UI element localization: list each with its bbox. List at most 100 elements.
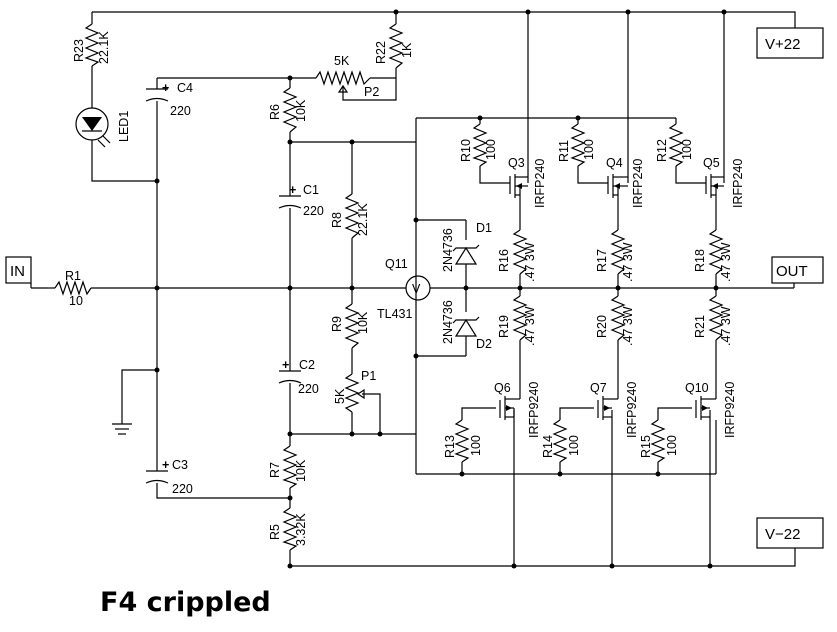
p2-wiper-arrow	[337, 84, 349, 93]
r1-label: R1	[65, 269, 81, 283]
q10-value: IRFP9240	[723, 382, 737, 438]
wires	[31, 11, 796, 567]
svg-text:+: +	[162, 81, 169, 95]
r15-value: 100	[665, 435, 679, 456]
c2-value: 220	[298, 382, 319, 396]
r8-label: R8	[330, 212, 344, 228]
q11-meter	[405, 275, 431, 301]
q5-label: Q5	[703, 156, 720, 170]
svg-text:+: +	[162, 458, 169, 472]
r14-label: R14	[541, 435, 555, 458]
c3-label: C3	[172, 458, 188, 472]
component-labels: IN OUT V+22 V−22 R23 22.1K LED1 + C4 220…	[10, 31, 808, 546]
r13-label: R13	[443, 435, 457, 458]
r6-value: 10K	[294, 99, 308, 122]
q11-label: Q11	[385, 257, 408, 271]
port-boxes	[5, 27, 824, 549]
r23-label: R23	[72, 39, 86, 62]
r1-value: 10	[69, 294, 83, 308]
q4-value: IRFP240	[631, 159, 645, 208]
resistor-r18	[708, 229, 724, 275]
resistor-r9	[344, 303, 360, 349]
r17-label: R17	[595, 249, 609, 272]
r23-value: 22.1K	[97, 31, 111, 64]
r13-value: 100	[469, 435, 483, 456]
p2-value: 5K	[334, 54, 350, 68]
svg-text:+: +	[289, 183, 296, 197]
r10-value: 100	[484, 139, 498, 160]
capacitors	[145, 88, 302, 484]
q3-label: Q3	[508, 156, 525, 170]
resistor-r15	[650, 419, 666, 463]
q6-value: IRFP9240	[527, 382, 541, 438]
schematic-title: F4 crippled	[100, 587, 271, 618]
port-vplus-label: V+22	[765, 36, 800, 53]
r20-value: .47 3W	[621, 306, 635, 346]
wipers	[337, 84, 365, 400]
p1-value: 5K	[333, 388, 347, 404]
c2-label: C2	[299, 358, 315, 372]
p1-wiper-arrow	[356, 388, 365, 400]
resistors	[54, 23, 724, 551]
r10-label: R10	[459, 139, 473, 162]
r22-value: 1K	[400, 42, 414, 58]
resistor-r19	[512, 295, 528, 341]
d2-label: D2	[476, 337, 492, 351]
resistor-r22	[388, 23, 404, 69]
resistor-r11	[570, 123, 586, 167]
led1-symbol	[75, 106, 111, 148]
r19-label: R19	[497, 315, 511, 338]
q4-label: Q4	[606, 156, 623, 170]
led1-label: LED1	[117, 111, 131, 142]
r11-label: R11	[557, 140, 571, 162]
resistor-r10	[472, 123, 488, 167]
r21-label: R21	[693, 315, 707, 338]
resistor-r21	[708, 295, 724, 341]
r7-label: R7	[268, 462, 282, 478]
q3-value: IRFP240	[533, 159, 547, 208]
r5-label: R5	[268, 524, 282, 540]
r15-label: R15	[639, 435, 653, 458]
resistor-r7	[282, 445, 298, 489]
q7-label: Q7	[590, 381, 607, 395]
d1-value: 2N4736	[441, 228, 455, 272]
resistor-r1	[54, 280, 92, 296]
c4-label: C4	[177, 81, 193, 95]
c3-value: 220	[172, 482, 193, 496]
c1-value: 220	[303, 204, 324, 218]
r14-value: 100	[567, 435, 581, 456]
resistor-r23	[84, 23, 100, 67]
q5-value: IRFP240	[731, 159, 745, 208]
r5-value: 3.32K	[294, 513, 308, 546]
tl431-label: TL431	[377, 307, 412, 321]
mosfets	[499, 174, 724, 420]
resistor-r8	[344, 193, 360, 239]
resistor-r14	[552, 419, 568, 463]
r16-label: R16	[497, 249, 511, 272]
resistor-r17	[610, 229, 626, 275]
resistor-r6	[282, 87, 298, 133]
r7-value: 10K	[294, 459, 308, 482]
resistor-r5	[282, 507, 298, 551]
c1-label: C1	[303, 183, 319, 197]
r18-value: .47 3W	[719, 242, 733, 282]
port-out-label: OUT	[776, 263, 808, 280]
r19-value: .47 3W	[523, 306, 537, 346]
r17-value: .47 3W	[621, 242, 635, 282]
q7-value: IRFP9240	[625, 382, 639, 438]
resistor-p1	[344, 373, 360, 413]
d1-label: D1	[476, 221, 492, 235]
junction-dots	[154, 9, 727, 569]
resistor-r13	[454, 419, 470, 463]
r18-label: R18	[693, 249, 707, 272]
p1-label: P1	[361, 369, 376, 383]
q11-meter-v: V	[412, 282, 421, 296]
resistor-r16	[512, 229, 528, 275]
port-vminus-label: V−22	[765, 526, 800, 543]
resistor-r20	[610, 295, 626, 341]
d2-value: 2N4736	[441, 300, 455, 344]
resistor-p2	[315, 70, 371, 86]
r6-label: R6	[268, 104, 282, 120]
port-in-label: IN	[10, 263, 25, 280]
